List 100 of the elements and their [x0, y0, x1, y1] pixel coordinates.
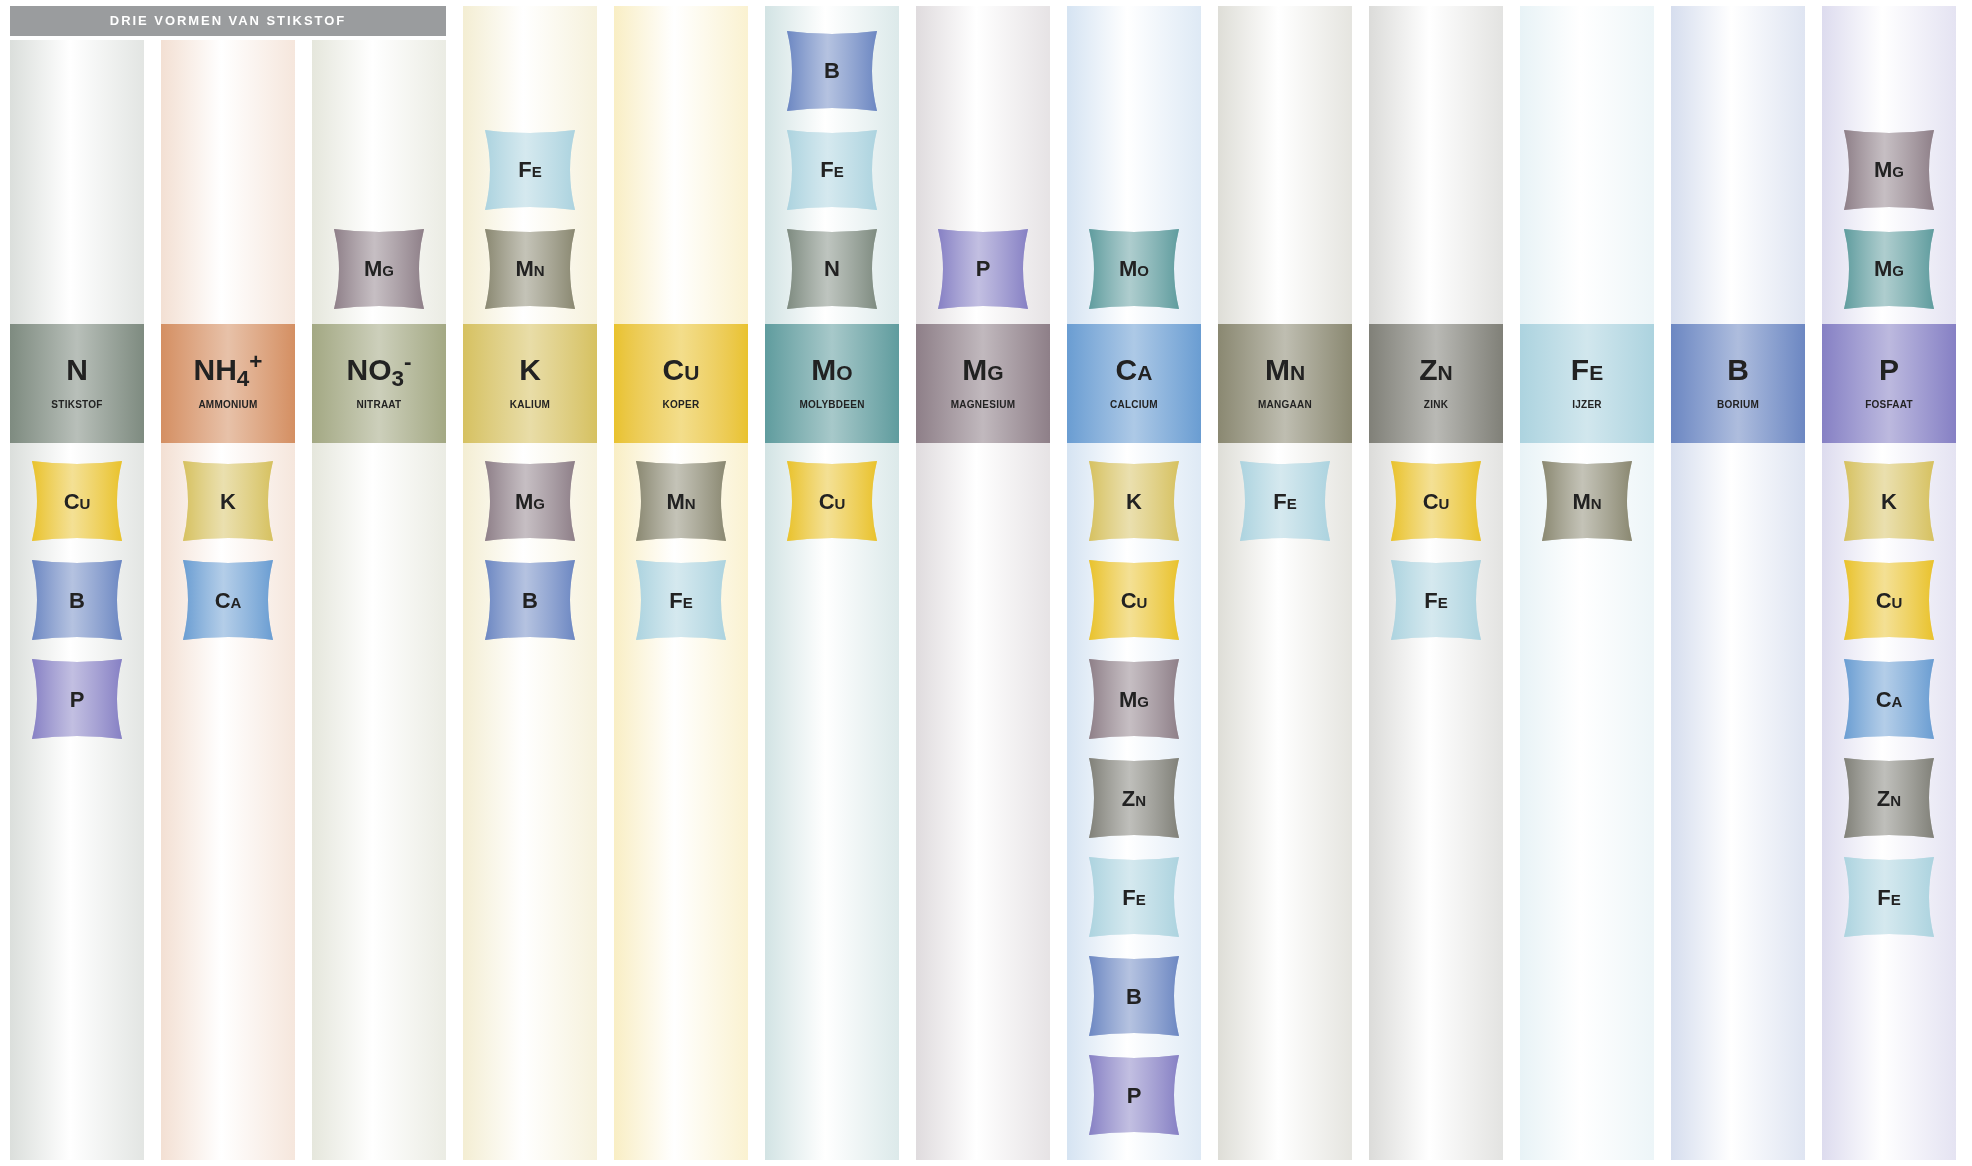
interaction-chip — [483, 558, 577, 642]
nutrient-box — [10, 324, 144, 443]
element-symbol: N — [824, 255, 840, 283]
interaction-chip — [483, 226, 577, 311]
element-symbol: P — [1879, 355, 1899, 385]
nutrient-box — [1671, 324, 1805, 443]
element-name: AMMONIUM — [198, 398, 258, 412]
interaction-chip — [1389, 558, 1483, 642]
element-symbol: Zn — [1419, 355, 1453, 385]
nutrient-box — [463, 324, 597, 443]
element-symbol: Mg — [962, 355, 1004, 385]
element-name: MOLYBDEEN — [799, 398, 865, 412]
element-symbol: Fe — [1877, 883, 1901, 912]
element-symbol: Mn — [1572, 487, 1602, 516]
element-symbol: Fe — [1122, 883, 1146, 912]
element-symbol: Mg — [364, 255, 394, 283]
nutrient-box — [161, 324, 295, 443]
interaction-chip — [1842, 558, 1936, 642]
interaction-chip — [1842, 756, 1936, 840]
element-symbol: B — [1126, 982, 1142, 1011]
interaction-chip — [1842, 459, 1936, 543]
interaction-chip — [332, 226, 426, 311]
element-symbol: Ca — [1875, 685, 1903, 714]
interaction-chip — [1540, 459, 1634, 543]
interaction-chip — [30, 459, 124, 543]
column-band — [765, 6, 899, 1160]
element-symbol: B — [69, 586, 85, 615]
element-symbol: Ca — [214, 586, 242, 615]
element-symbol: Mn — [515, 255, 545, 283]
element-name: STIKSTOF — [51, 398, 103, 412]
element-name: BORIUM — [1716, 398, 1760, 412]
interaction-chip — [785, 127, 879, 212]
interaction-chip — [30, 657, 124, 741]
column-band — [463, 6, 597, 1160]
interaction-chip — [181, 558, 275, 642]
interaction-chip — [1087, 855, 1181, 939]
element-symbol: Fe — [518, 156, 542, 184]
interaction-chip — [1842, 226, 1936, 311]
element-symbol: Zn — [1876, 784, 1902, 813]
interaction-chip — [1842, 127, 1936, 212]
element-symbol: N — [66, 355, 88, 385]
element-name: CALCIUM — [1110, 398, 1158, 412]
element-symbol: Fe — [1273, 487, 1297, 516]
nutrient-box — [916, 324, 1050, 443]
column-band — [1369, 6, 1503, 1160]
nutrient-box — [312, 324, 446, 443]
interaction-chip — [785, 226, 879, 311]
nutrient-box — [614, 324, 748, 443]
column-band — [614, 6, 748, 1160]
element-symbol: Mg — [1874, 255, 1904, 283]
interaction-chip — [785, 459, 879, 543]
interaction-chip — [30, 558, 124, 642]
interaction-chip — [634, 459, 728, 543]
nutrient-box — [1369, 324, 1503, 443]
element-symbol: Cu — [818, 487, 846, 516]
element-symbol: Mg — [1874, 156, 1904, 184]
element-name: MANGAAN — [1258, 398, 1312, 412]
element-symbol: Mn — [666, 487, 696, 516]
element-name: MAGNESIUM — [950, 398, 1016, 412]
element-name: ZINK — [1423, 398, 1449, 412]
element-symbol: Cu — [1120, 586, 1148, 615]
interaction-chip — [1087, 1053, 1181, 1137]
element-symbol: Cu — [1875, 586, 1903, 615]
interaction-chip — [1087, 226, 1181, 311]
column-band — [1067, 6, 1201, 1160]
element-symbol: Cu — [63, 487, 91, 516]
column-band — [916, 6, 1050, 1160]
interaction-chip — [483, 459, 577, 543]
nutrient-box — [1067, 324, 1201, 443]
interaction-chip — [1238, 459, 1332, 543]
element-symbol: K — [519, 355, 541, 385]
interaction-chip — [1842, 657, 1936, 741]
element-name: FOSFAAT — [1865, 398, 1913, 412]
element-symbol: Mg — [515, 487, 545, 516]
interaction-chip — [785, 28, 879, 113]
element-name: KOPER — [662, 398, 700, 412]
column-band — [161, 40, 295, 1160]
nutrient-box — [1520, 324, 1654, 443]
interaction-chip — [483, 127, 577, 212]
interaction-chip — [1087, 756, 1181, 840]
interaction-chip — [936, 226, 1030, 311]
element-symbol: K — [220, 487, 236, 516]
nutrient-box — [765, 324, 899, 443]
interaction-chip — [1842, 855, 1936, 939]
nutrient-box — [1822, 324, 1956, 443]
element-symbol: Mo — [811, 355, 853, 385]
section-header: DRIE VORMEN VAN STIKSTOF — [10, 6, 446, 36]
element-symbol: Fe — [820, 156, 844, 184]
element-symbol: K — [1126, 487, 1142, 516]
element-symbol: Mn — [1264, 355, 1306, 385]
column-band — [1520, 6, 1654, 1160]
element-symbol: Fe — [1424, 586, 1448, 615]
element-name: KALIUM — [509, 398, 551, 412]
element-symbol: P — [1126, 1081, 1142, 1110]
column-band — [1671, 6, 1805, 1160]
element-name: NITRAAT — [356, 398, 402, 412]
element-symbol: Cu — [1422, 487, 1450, 516]
element-symbol: Ca — [1115, 355, 1153, 385]
interaction-chip — [1087, 558, 1181, 642]
column-band — [1218, 6, 1352, 1160]
